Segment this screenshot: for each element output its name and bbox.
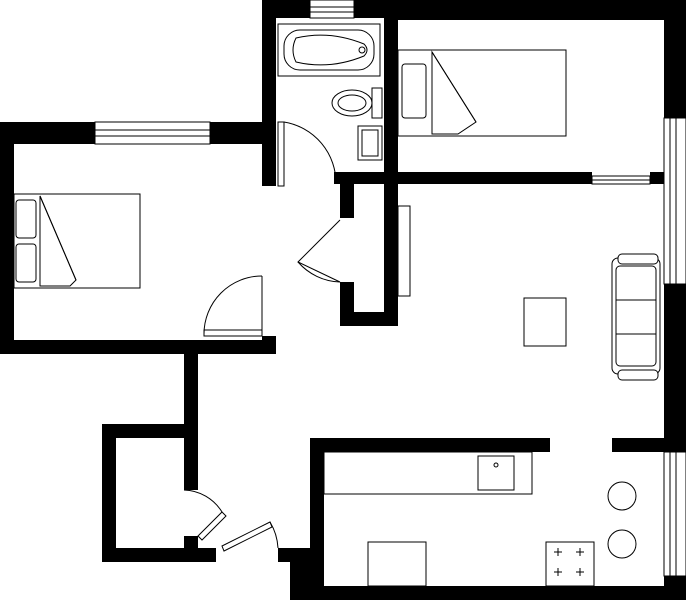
door-icon — [297, 219, 341, 283]
bed-icon — [13, 193, 141, 289]
wardrobe-panel — [397, 205, 411, 297]
wall-bath-top — [262, 0, 310, 18]
window-icon — [94, 121, 211, 145]
window-icon — [309, 0, 355, 19]
wall-kitchen-right — [664, 576, 686, 600]
window-icon — [663, 451, 686, 577]
wall-right-bedroom-bottom-end — [650, 172, 666, 184]
wall-left-bedroom-top-right — [210, 122, 262, 144]
wall-closet-left-upper — [340, 172, 354, 218]
door-icon — [183, 489, 227, 541]
wall-bath-left — [262, 0, 276, 186]
door-icon — [203, 275, 263, 337]
wall-right-bedroom-top — [384, 0, 686, 20]
stool-icon — [607, 481, 637, 511]
wall-closet-right — [384, 172, 398, 326]
wall-left-bedroom-bottom — [0, 340, 262, 354]
wall-living-right-stub — [612, 438, 686, 452]
wall-storage-bottom — [102, 548, 198, 562]
kitchen-cabinet — [367, 541, 427, 587]
wall-left-bedroom-left — [0, 122, 14, 354]
bed-icon — [397, 49, 567, 137]
windows — [94, 0, 686, 577]
wall-storage-jamb — [184, 536, 198, 562]
door-icon — [277, 121, 337, 187]
sink-icon — [357, 125, 383, 161]
sofa-icon — [611, 253, 661, 381]
table-icon — [523, 297, 567, 347]
wall-storage-top — [102, 424, 198, 438]
door-icon — [221, 521, 279, 552]
wall-left-bedroom-jamb — [262, 336, 276, 354]
wall-kitchen-top — [310, 438, 550, 452]
wall-kitchen-bottom — [310, 586, 686, 600]
door-icon — [591, 175, 651, 185]
wall-right-bedroom-right — [664, 0, 686, 118]
wall-storage-left — [102, 424, 116, 562]
window-icon — [663, 117, 686, 285]
wall-closet-bottom — [340, 312, 398, 326]
wall-bath-right — [384, 0, 398, 186]
wall-left-bedroom-top-left — [0, 122, 95, 144]
doors — [183, 121, 341, 552]
stool-icon — [607, 529, 637, 559]
wall-corridor-left — [184, 354, 198, 490]
wall-entry-right-2 — [290, 548, 324, 600]
wall-entry-bottom — [198, 548, 216, 562]
stove-icon — [545, 541, 595, 587]
wall-living-right — [664, 284, 686, 452]
toilet-icon — [331, 87, 383, 119]
kitchen-sink-icon — [477, 455, 515, 491]
bathtub-icon — [277, 23, 381, 77]
wall-right-bedroom-bottom — [384, 172, 592, 184]
